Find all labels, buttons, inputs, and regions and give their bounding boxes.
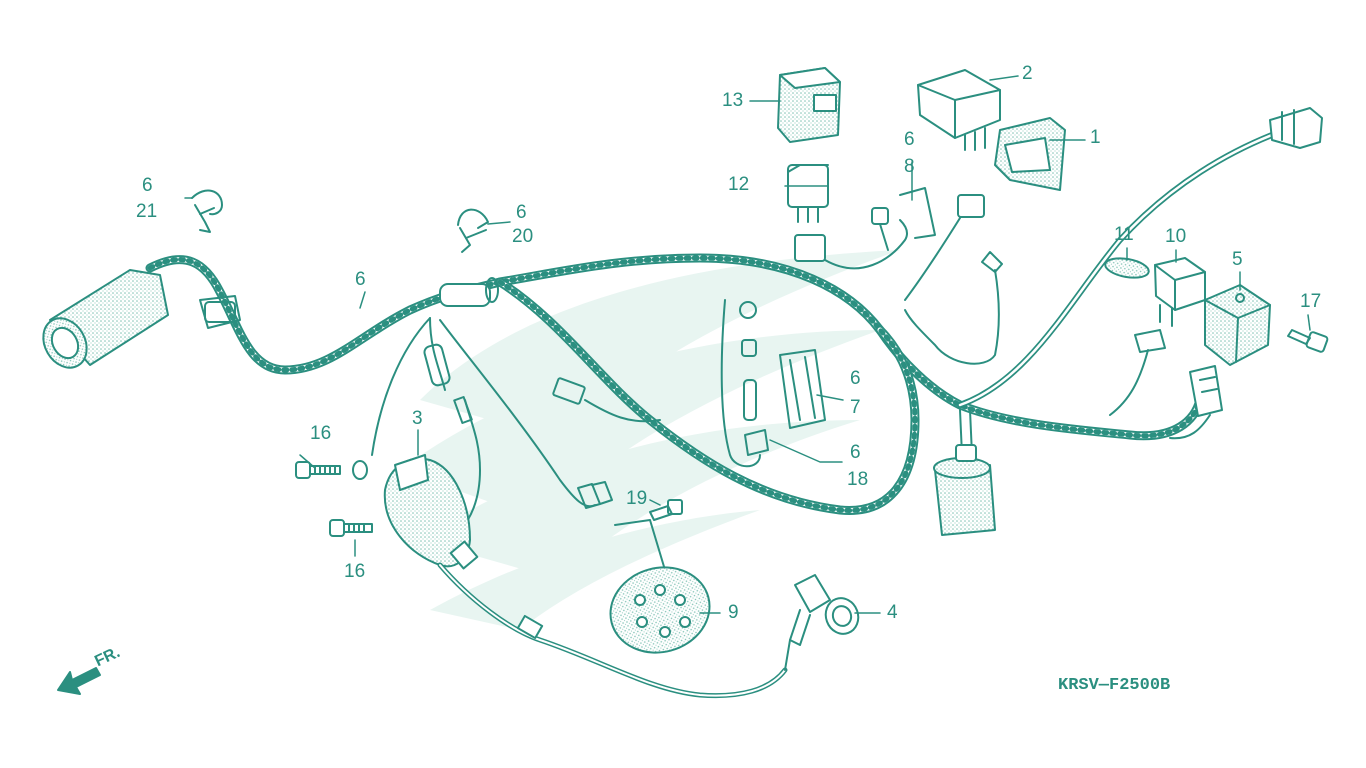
callout-6-clip-21: 6: [142, 175, 153, 196]
callout-9: 9: [728, 602, 739, 623]
spark-plug-cap: [784, 574, 860, 671]
bolt-part-17: [1287, 329, 1329, 353]
callout-4: 4: [887, 602, 898, 623]
callout-16-upper: 16: [310, 423, 332, 444]
callout-6-harness: 6: [355, 269, 366, 290]
callout-7: 7: [850, 397, 861, 418]
callout-20: 20: [512, 226, 534, 247]
callout-6-clip-20: 6: [516, 202, 527, 223]
headlight-socket: [42, 269, 241, 369]
callout-10: 10: [1165, 226, 1187, 247]
bolt-part-16-upper: [295, 460, 368, 480]
callout-6-relay-area: 6: [904, 129, 915, 150]
bolt-part-19: [649, 499, 683, 521]
condenser-part: [933, 409, 996, 536]
callout-11: 11: [1114, 224, 1134, 245]
connector-cluster: [794, 187, 1003, 365]
leader-lines: [184, 75, 1311, 614]
watermark-logo: [400, 250, 900, 630]
callout-13: 13: [722, 90, 744, 111]
callout-6-fuse: 6: [850, 442, 861, 463]
callout-19: 19: [626, 488, 648, 509]
callout-1: 1: [1090, 127, 1101, 148]
callout-17: 17: [1300, 291, 1322, 312]
callout-2: 2: [1022, 63, 1033, 84]
connector-part-1: [994, 117, 1066, 191]
ignition-coil: [383, 454, 788, 699]
callout-18: 18: [847, 469, 869, 490]
fuse-holder: [720, 299, 826, 468]
harness-junction: [439, 277, 499, 307]
callout-21: 21: [136, 201, 158, 222]
front-arrow-icon: [57, 667, 101, 695]
callout-6-fuse-holder: 6: [850, 368, 861, 389]
callout-3: 3: [412, 408, 423, 429]
small-connector: [552, 377, 661, 509]
relay-part-2: [917, 69, 1001, 151]
relay-part-12: [787, 164, 829, 223]
callout-16-lower: 16: [344, 561, 366, 582]
clip-part-21: [191, 189, 223, 233]
main-harness: [145, 127, 1288, 515]
callout-12: 12: [728, 174, 750, 195]
grommet-part-11: [1104, 257, 1150, 279]
callout-5: 5: [1232, 249, 1243, 270]
bolt-part-16-lower: [329, 519, 373, 537]
relay-part-13: [777, 67, 841, 143]
horn: [609, 519, 711, 654]
rear-connector: [1269, 107, 1323, 149]
regulator-part-5: [1204, 284, 1271, 366]
callout-8: 8: [904, 156, 915, 177]
regulator-connector: [1109, 329, 1223, 440]
drawing-code: KRSV—F2500B: [1058, 676, 1171, 695]
clip-part-20: [457, 208, 489, 253]
relay-part-10: [1154, 257, 1206, 327]
